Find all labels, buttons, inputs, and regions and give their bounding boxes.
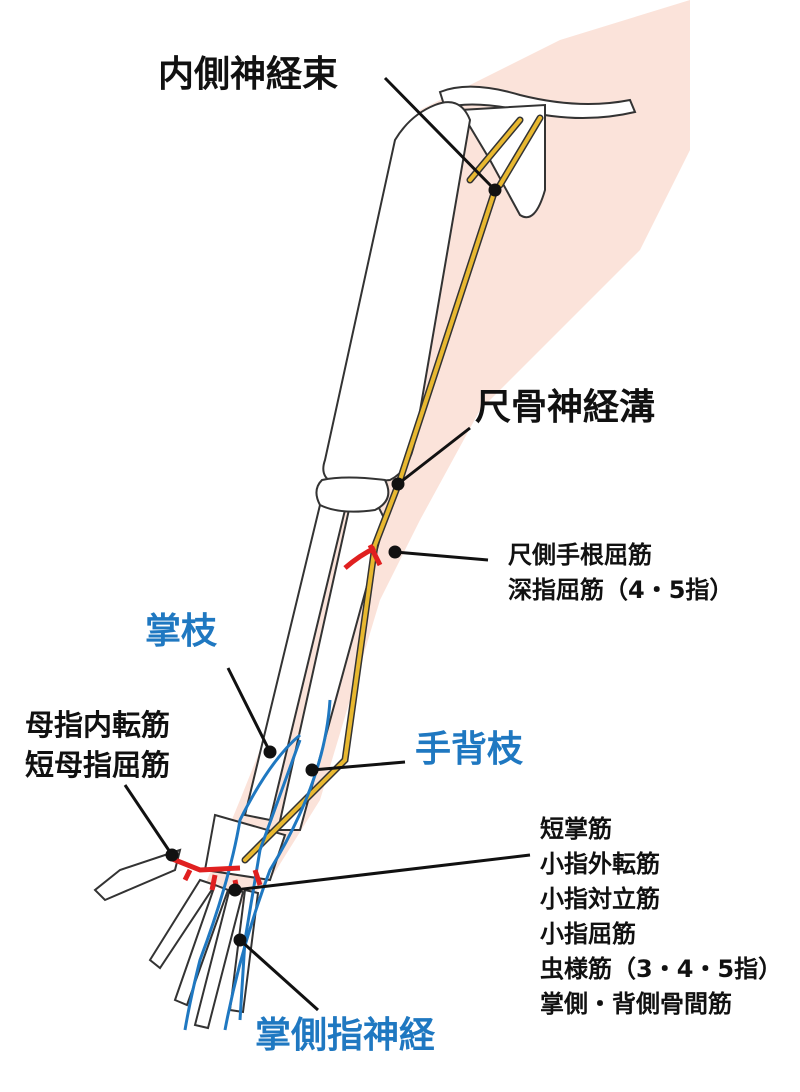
thumb-muscle: 短母指屈筋	[25, 748, 171, 782]
hand-muscle: 虫様筋（3・4・5指）	[540, 955, 783, 983]
palmar-digital-nerve-label: 掌側指神経	[255, 1015, 436, 1056]
palmar-branch-label: 掌枝	[145, 611, 218, 652]
hand-muscle: 短掌筋	[540, 815, 612, 843]
hand-muscles-label: 短掌筋 小指外転筋 小指対立筋 小指屈筋 虫様筋（3・4・5指） 掌側・背側骨間…	[540, 812, 782, 1022]
ulnar-groove-label: 尺骨神経溝	[475, 387, 656, 428]
scapula	[458, 103, 546, 219]
clavicle	[438, 85, 637, 120]
thumb	[93, 848, 182, 902]
hand-muscle: 小指対立筋	[540, 885, 660, 913]
forearm-muscle: 深指屈筋（4・5指）	[508, 576, 734, 604]
thumb-muscle: 母指内転筋	[25, 708, 171, 742]
hand-bones	[203, 813, 287, 882]
hand-muscle: 掌側・背側骨間筋	[540, 990, 732, 1018]
palmar-digital-branches	[183, 699, 332, 1031]
forearm-muscles-label: 尺側手根屈筋 深指屈筋（4・5指）	[508, 538, 733, 608]
forearm-muscle: 尺側手根屈筋	[508, 541, 652, 569]
hand-muscle: 小指屈筋	[540, 920, 636, 948]
muscle-marks	[169, 543, 383, 896]
elbow-joint	[315, 476, 390, 513]
bones	[93, 85, 637, 1030]
leader-lines	[123, 76, 531, 1012]
dorsal-branch-label: 手背枝	[415, 729, 524, 770]
medial-cord-label: 内側神経束	[158, 54, 339, 95]
hand-muscle: 小指外転筋	[540, 850, 660, 878]
thumb-muscles-label: 母指内転筋 短母指屈筋	[25, 705, 170, 785]
nerve	[241, 114, 544, 864]
finger-1	[148, 878, 217, 970]
